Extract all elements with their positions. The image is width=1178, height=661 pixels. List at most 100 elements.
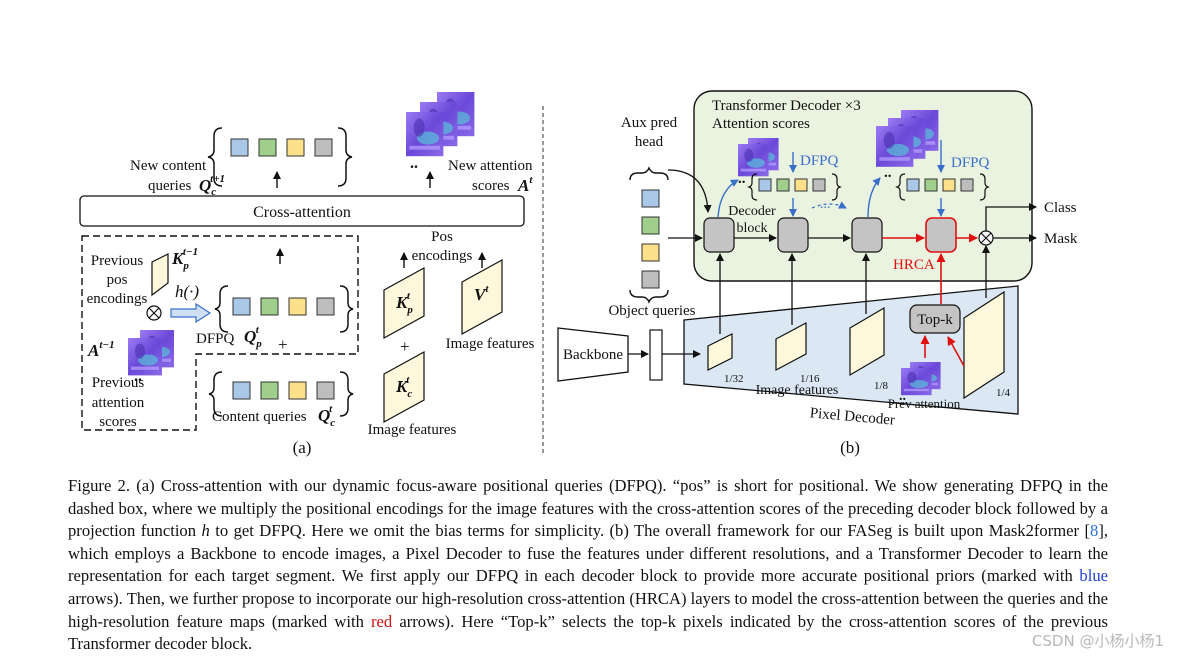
cross-attention-box <box>79 195 525 227</box>
decoder-block-label-2: block <box>736 221 767 236</box>
citation-link[interactable]: 8 <box>1090 521 1099 541</box>
projection-arrow <box>170 302 212 324</box>
content-green <box>260 381 279 400</box>
decoder-block-3 <box>851 217 883 253</box>
qp-symbol: Qpt <box>244 324 262 350</box>
dfpq-label-2: DFPQ <box>951 155 990 171</box>
dfpq-label-1: DFPQ <box>800 153 839 169</box>
plus-1: + <box>278 335 288 354</box>
prev-attention-label-1: Previous <box>92 375 145 391</box>
topk-box[interactable] <box>909 304 961 334</box>
watermark: CSDN @小杨小杨1 <box>1031 632 1164 650</box>
new-content-symbol: Qct+1 <box>199 173 225 198</box>
figure-2: New content queries Qct+1 .. New attenti… <box>79 90 1078 457</box>
panel-a-label: (a) <box>293 438 312 457</box>
scale-4-label: 1/4 <box>996 387 1011 399</box>
plus-2: + <box>400 337 410 356</box>
v-symbol: Vt <box>474 283 489 304</box>
content-yellow <box>288 381 307 400</box>
object-query-green <box>641 216 660 235</box>
dfpq-blue <box>232 297 251 316</box>
backbone-label: Backbone <box>563 347 623 363</box>
dfpq-gray <box>316 297 335 316</box>
object-query-gray <box>641 270 660 289</box>
object-query-yellow <box>641 243 660 262</box>
prev-pos-label-1: Previous <box>91 253 144 269</box>
new-content-label-2: queries <box>148 178 191 194</box>
kp-prev-symbol: Kpt−1 <box>171 246 198 272</box>
query-yellow <box>286 138 305 157</box>
decoder-block-label-1: Decoder <box>728 204 776 219</box>
panel-a: New content queries Qct+1 .. New attenti… <box>79 92 535 457</box>
previous-attention-dots: .. <box>134 368 142 385</box>
new-attention-maps: .. <box>406 92 475 172</box>
backbone-feature <box>649 329 663 381</box>
prev-attention-label-2: attention <box>92 395 145 411</box>
new-attention-symbol: At <box>517 174 533 195</box>
decoder-attention-maps-1: .. <box>738 138 779 187</box>
feature-1-8 <box>849 306 885 377</box>
kc-feature <box>383 350 425 424</box>
aux-pred-label-1: Aux pred <box>621 115 678 131</box>
scale-32-label: 1/32 <box>724 373 744 385</box>
content-gray <box>316 381 335 400</box>
query-gray <box>314 138 333 157</box>
object-queries-label: Object queries <box>608 303 695 319</box>
hrca-label: HRCA <box>893 257 935 273</box>
qc-symbol: Qct <box>318 403 335 429</box>
panel-b: Transformer Decoder ×3 Attention scores … <box>557 90 1078 457</box>
kp-symbol: Kpt <box>395 290 413 316</box>
dfpq-dashed-box <box>81 235 359 431</box>
dfpq-yellow <box>288 297 307 316</box>
decoder-attention-dots-1: .. <box>738 171 746 187</box>
image-features-label: Image features <box>756 383 839 398</box>
decoder-block-1 <box>703 217 735 253</box>
scale-8-label: 1/8 <box>874 380 889 392</box>
a-prev-symbol: At−1 <box>87 339 115 360</box>
figure-caption: Figure 2. (a) Cross-attention with our d… <box>68 475 1108 656</box>
previous-attention-maps: .. <box>128 330 174 385</box>
caption-part-1: Figure 2. (a) Cross-attention with our d… <box>68 476 1108 541</box>
mask-label: Mask <box>1044 231 1078 247</box>
image-features-label-1: Image features <box>446 336 535 352</box>
query-green <box>258 138 277 157</box>
decoder-attention-maps-2: .. <box>876 110 939 181</box>
backbone-shape <box>557 327 629 382</box>
prev-pos-label-2: pos <box>107 272 128 288</box>
prev-pos-feature <box>151 253 169 297</box>
kp-feature <box>383 266 425 340</box>
new-content-label-1: New content <box>130 158 207 174</box>
feature-1-32 <box>707 333 733 371</box>
kc-symbol: Kct <box>395 374 412 400</box>
v-feature <box>461 258 503 336</box>
caption-part-5: arrows). Here “Top-k” selects the top-k … <box>68 611 1108 654</box>
h-function: h(·) <box>175 282 199 301</box>
prev-attention-dots: .. <box>899 389 906 404</box>
panel-b-label: (b) <box>840 438 860 457</box>
decoder-attention-dots-2: .. <box>884 165 892 181</box>
dfpq-green <box>260 297 279 316</box>
query-blue <box>230 138 249 157</box>
caption-h: h <box>201 521 210 541</box>
scale-16-label: 1/16 <box>800 373 820 385</box>
prev-attention-label: Prev attention <box>888 396 961 411</box>
image-features-label-2: Image features <box>368 422 457 438</box>
new-attention-dots: .. <box>410 155 418 172</box>
content-queries-label: Content queries <box>212 409 307 425</box>
aux-pred-label-2: head <box>635 134 664 150</box>
caption-part-4: arrows). Then, we further propose to inc… <box>68 588 1108 631</box>
pixel-decoder-label: Pixel Decoder <box>809 405 895 428</box>
prev-attention-maps: .. <box>899 362 941 404</box>
hrca-block <box>925 217 957 253</box>
new-attention-label-2: scores <box>472 178 510 194</box>
cross-attention-label: Cross-attention <box>253 204 351 221</box>
feature-1-4 <box>963 290 1005 400</box>
new-content-queries-group <box>207 127 353 187</box>
caption-part-2: to get DFPQ. Here we omit the bias terms… <box>209 521 1091 541</box>
prev-pos-label-3: encodings <box>87 291 148 307</box>
caption-red-word: red <box>371 611 393 631</box>
transformer-decoder-label: Transformer Decoder ×3 <box>712 98 861 114</box>
dfpq-label: DFPQ <box>196 331 235 347</box>
object-query-blue <box>641 189 660 208</box>
feature-1-16 <box>775 322 807 371</box>
